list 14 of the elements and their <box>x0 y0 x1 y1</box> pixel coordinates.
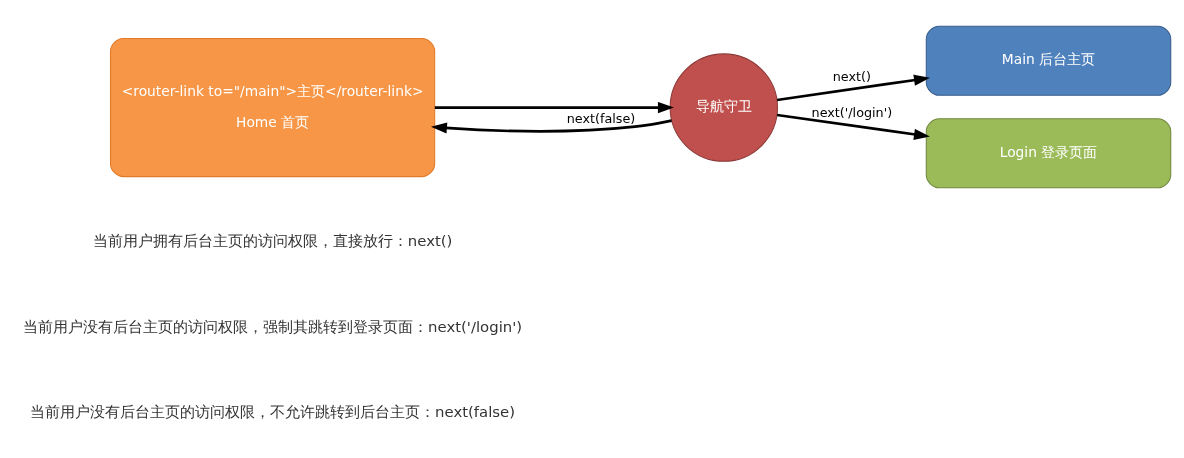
node-box: <router-link to="/main">主页</router-link> Home 首页 <box>110 37 436 178</box>
arrow <box>430 119 672 134</box>
label: 当前用户没有后台主页的访问权限，不允许跳转到后台主页：next(false) <box>30 402 516 421</box>
node-box: Login 登录页面 <box>925 118 1172 189</box>
label: 当前用户没有后台主页的访问权限，强制其跳转到登录页面：next('/login') <box>23 317 523 336</box>
arrow <box>776 74 930 102</box>
label: 当前用户拥有后台主页的访问权限，直接放行：next() <box>92 232 453 251</box>
edge-label: next() <box>832 68 871 84</box>
arrow <box>434 101 674 114</box>
node-circle: 导航守卫 <box>669 53 778 162</box>
edge-label: next(false) <box>566 111 636 127</box>
node-box: Main 后台主页 <box>925 25 1172 96</box>
arrow <box>776 113 930 140</box>
edge-label: next('/login') <box>811 104 893 120</box>
